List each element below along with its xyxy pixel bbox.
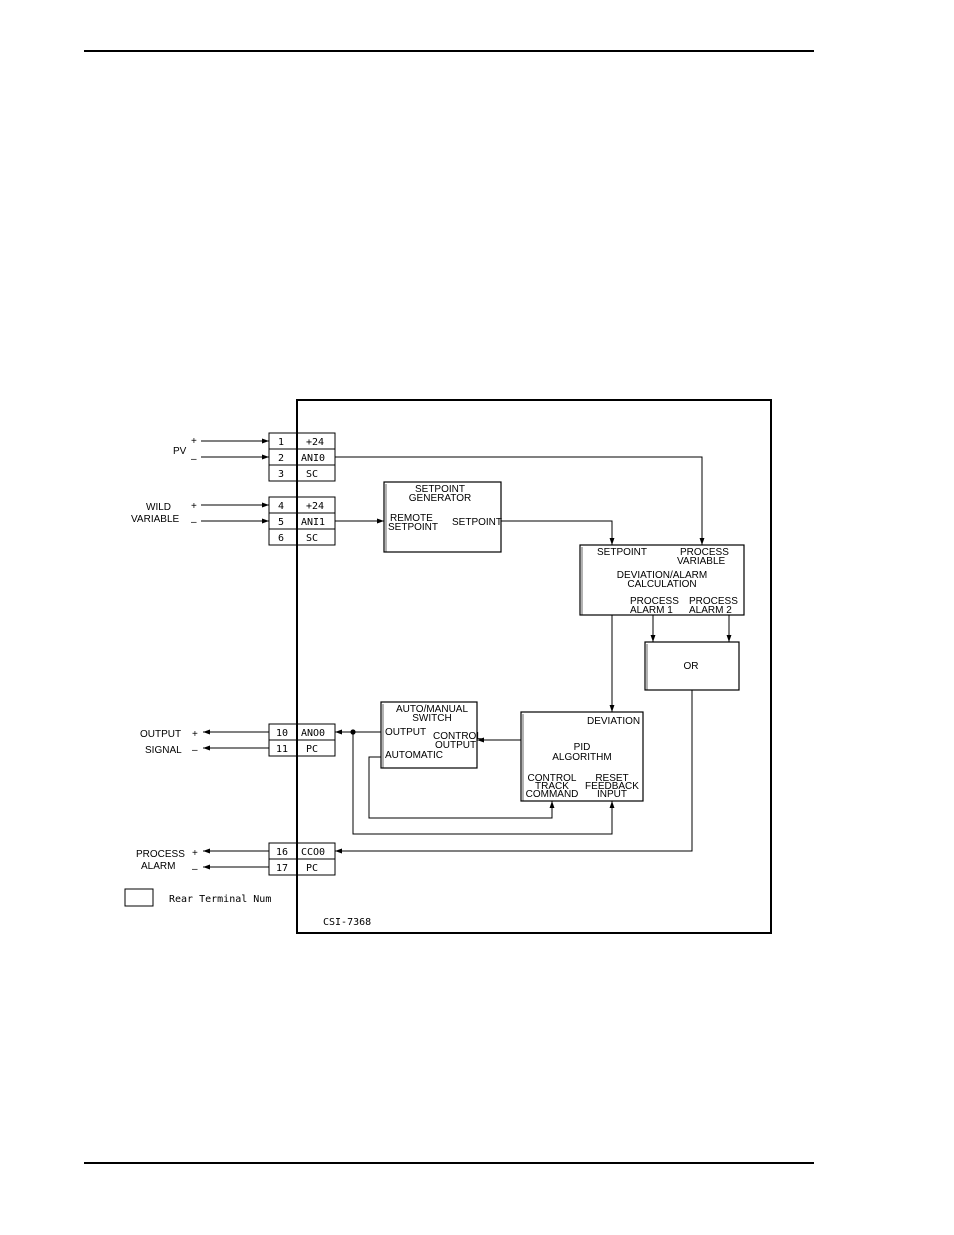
terminal-num: 17 <box>276 863 288 874</box>
wild-minus: – <box>191 517 197 528</box>
terminal-name: ANO0 <box>301 728 325 739</box>
junction-dot <box>350 729 356 735</box>
process-alarm-2-label-2: ALARM 2 <box>689 605 732 616</box>
deviation-alarm-block: SETPOINT PROCESS VARIABLE DEVIATION/ALAR… <box>579 544 745 616</box>
terminal-num: 4 <box>278 501 284 512</box>
terminal-num: 16 <box>276 847 288 858</box>
auto-manual-switch-block: AUTO/MANUAL SWITCH OUTPUT CONTROL OUTPUT… <box>380 701 482 769</box>
or-gate-label: OR <box>684 661 699 672</box>
setpoint-generator-block: SETPOINT GENERATOR REMOTE SETPOINT SETPO… <box>383 481 502 553</box>
variable-label: VARIABLE <box>131 514 179 525</box>
reset-feedback-label: RESET <box>595 773 628 784</box>
alarm-label: ALARM <box>141 861 175 872</box>
automatic-label: AUTOMATIC <box>385 750 443 761</box>
process-alarm-1-label-2: ALARM 1 <box>630 605 673 616</box>
terminal-num: 5 <box>278 517 284 528</box>
footer-rule <box>84 1162 814 1164</box>
terminal-num: 6 <box>278 533 284 544</box>
output-minus: – <box>192 745 198 756</box>
module-frame <box>296 399 772 934</box>
deviation-alarm-title: DEVIATION/ALARM <box>617 570 707 581</box>
terminal-name: SC <box>306 469 318 480</box>
output-wires <box>203 729 269 870</box>
terminal-name: CCO0 <box>301 847 325 858</box>
wild-label: WILD <box>146 502 171 513</box>
input-wires <box>201 438 269 524</box>
auto-manual-title-2: SWITCH <box>412 713 451 724</box>
pv-plus: + <box>191 436 197 447</box>
terminal-name: PC <box>306 744 318 755</box>
deviation-setpoint-label: SETPOINT <box>597 547 647 558</box>
figure-id: CSI-7368 <box>323 917 371 928</box>
process-variable-label: PROCESS <box>680 547 729 558</box>
signal-label: SIGNAL <box>145 745 182 756</box>
setpoint-out-label: SETPOINT <box>452 517 502 528</box>
output-label: OUTPUT <box>140 729 181 740</box>
terminal-name: PC <box>306 863 318 874</box>
pid-title-2: ALGORITHM <box>552 752 611 763</box>
process-alarm-1-label: PROCESS <box>630 596 679 607</box>
legend-label: Rear Terminal Num <box>169 894 271 905</box>
process-variable-label-2: VARIABLE <box>677 556 725 567</box>
control-output-label-2: OUTPUT <box>435 740 476 751</box>
legend-terminal-box <box>124 888 154 907</box>
process-alarm-2-label: PROCESS <box>689 596 738 607</box>
or-gate-block: OR <box>644 641 740 691</box>
remote-setpoint-label-2: SETPOINT <box>388 522 438 533</box>
terminal-strip-alarm <box>268 842 336 876</box>
pv-label: PV <box>173 446 187 457</box>
header-rule <box>84 50 814 52</box>
terminal-name: SC <box>306 533 318 544</box>
switch-output-label: OUTPUT <box>385 727 426 738</box>
terminal-name: ANI0 <box>301 453 325 464</box>
pid-deviation-label: DEVIATION <box>587 716 640 727</box>
reset-feedback-label-2: FEEDBACK <box>585 781 639 792</box>
output-plus: + <box>192 729 198 740</box>
pid-title: PID <box>574 742 591 753</box>
auto-manual-title: AUTO/MANUAL <box>396 704 468 715</box>
reset-feedback-label-3: INPUT <box>597 789 627 800</box>
terminal-strip-output <box>268 723 336 757</box>
remote-setpoint-label: REMOTE <box>390 513 433 524</box>
terminal-num: 11 <box>276 744 288 755</box>
internal-wires <box>335 456 732 854</box>
pv-minus: – <box>191 454 197 465</box>
terminal-num: 1 <box>278 437 284 448</box>
setpoint-generator-title-2: GENERATOR <box>409 493 471 504</box>
control-track-label: CONTROL <box>528 773 577 784</box>
wild-plus: + <box>191 501 197 512</box>
terminal-name: +24 <box>306 501 324 512</box>
terminal-num: 2 <box>278 453 284 464</box>
pid-algorithm-block: DEVIATION PID ALGORITHM CONTROL TRACK CO… <box>520 711 644 802</box>
setpoint-generator-title: SETPOINT <box>415 484 465 495</box>
deviation-alarm-title-2: CALCULATION <box>627 579 696 590</box>
process-label: PROCESS <box>136 849 185 860</box>
alarm-minus: – <box>192 864 198 875</box>
terminal-name: +24 <box>306 437 324 448</box>
terminal-num: 10 <box>276 728 288 739</box>
terminal-name: ANI1 <box>301 517 325 528</box>
control-track-label-2: TRACK <box>535 781 569 792</box>
terminal-num: 3 <box>278 469 284 480</box>
alarm-plus: + <box>192 848 198 859</box>
control-track-label-3: COMMAND <box>526 789 579 800</box>
control-output-label: CONTROL <box>433 731 482 742</box>
